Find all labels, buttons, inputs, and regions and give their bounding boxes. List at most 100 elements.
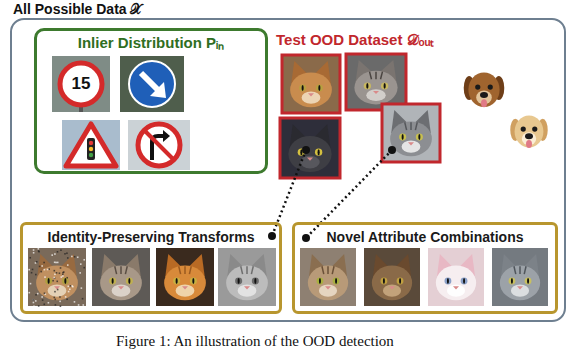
cat-stripe [370,72,372,80]
cat-nose [408,142,414,145]
cat-nose [517,286,523,289]
noise-speck [79,272,81,274]
noise-speck [33,299,35,301]
cat-head [390,121,432,156]
cat-nose [325,286,331,289]
noise-speck [56,281,58,283]
noise-speck [33,252,35,254]
cat-muzzle [383,285,401,297]
cat-eye [509,278,516,285]
cat-muzzle [447,285,465,297]
noise-speck [43,303,45,305]
cat-head [436,265,476,300]
cat-eye [173,278,180,285]
arrow-head [150,82,166,98]
region-heading: All Possible Data 𝒳 [13,0,565,18]
noise-speck [82,304,84,306]
noise-speck [54,261,56,263]
cat-head [226,265,268,300]
leader-dot [388,146,396,154]
cat-pupil [112,278,114,284]
cat-nose [373,91,379,94]
arrow-sign-photo [120,56,184,112]
cat-stripe [120,266,122,274]
cat-pupil [402,134,404,140]
cat-stripe [246,266,248,274]
photo-ground [92,248,150,306]
transform-box: Identity-Preserving Transforms [20,222,282,314]
cat-stripe [410,122,412,130]
cat-head [288,136,331,172]
cat-eye [461,278,468,285]
cat-stripe [327,266,329,274]
noise-speck [60,249,62,251]
noise-speck [72,286,74,288]
cat-photo [346,54,406,110]
cat-photo [156,248,214,306]
cat-eye [317,278,324,285]
attribute-box: Novel Attribute Combinations [292,222,558,314]
photo-ground [52,56,110,112]
cat-nose [307,158,313,161]
noise-speck [44,293,46,295]
cat-pupil [254,278,256,284]
cat-stripe [125,266,127,274]
dog-eye [521,127,526,132]
cat-muzzle [319,285,337,297]
cat-photo [428,248,484,306]
noise-speck [65,296,67,298]
noise-speck [60,267,62,269]
photo-ground [156,248,214,306]
cat-muzzle [112,285,131,297]
noise-speck [37,293,39,295]
traffic-light-symbol [87,138,95,160]
photo-ground [428,248,484,306]
cat-muzzle [302,92,321,104]
cat-eye [381,278,388,285]
cat-pupil [418,134,420,140]
noise-speck [68,291,70,293]
noise-speck [36,261,38,263]
ood-frame [382,104,440,162]
noise-speck [33,302,35,304]
ood-frame [346,54,406,110]
noise-speck [82,298,84,300]
noise-speck [57,289,59,291]
noise-speck [35,294,37,296]
cat-photo [364,248,420,306]
noise-speck [71,285,73,287]
noise-speck [55,304,57,306]
photo-ground [300,248,356,306]
cat-stripe [415,122,417,130]
photo-ground [62,120,120,170]
dog-nose [525,133,533,139]
cat-stripe [524,266,526,274]
noise-speck [54,291,56,293]
cat-stripe [375,72,377,80]
noise-speck [64,253,66,255]
region-box: Inlier Distribution PᵢₙIdentity-Preservi… [10,18,566,322]
cat-pupil [319,278,321,284]
leader-dot [302,234,310,242]
prohibition-slash [145,131,173,159]
cat-pupil [399,278,401,284]
cat-eye [416,134,423,141]
noise-speck [77,256,79,258]
cat-eye [315,149,322,156]
cat-stripe [405,122,407,130]
noise-speck [71,256,73,258]
cat-muzzle [238,285,257,297]
noise-speck [48,302,50,304]
noise-speck [81,287,83,289]
ood-frame [282,55,340,113]
photo-ground [282,55,340,113]
dataset-label: Test OOD Dataset 𝒟ₒᵤₜ [276,31,434,49]
noise-speck [47,269,49,271]
cat-photo [492,248,548,306]
cat-eye [235,278,242,285]
cat-eye [445,278,452,285]
noise-speck [39,266,41,268]
noise-speck [30,283,32,285]
